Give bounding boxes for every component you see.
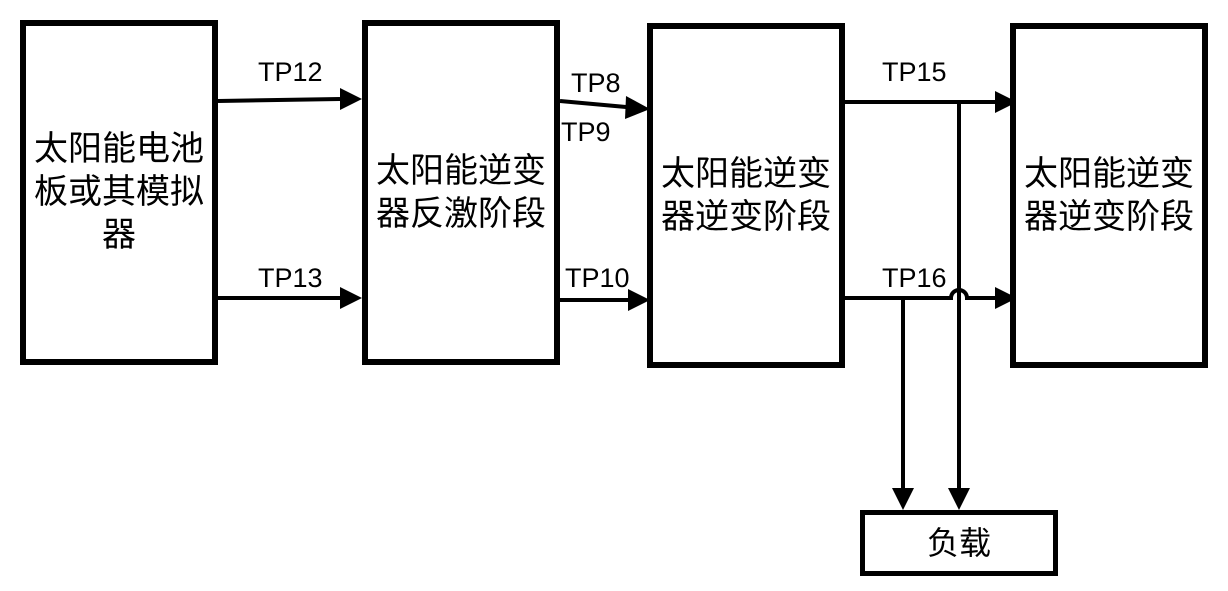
label-tp10: TP10: [565, 263, 630, 293]
block-inverter-stage-2: 太阳能逆变器逆变阶段: [1010, 23, 1208, 368]
block-inverter-stage-2-label: 太阳能逆变器逆变阶段: [1024, 153, 1194, 237]
arrowhead-tp16: [995, 287, 1017, 309]
arrowhead-tp8: [625, 96, 650, 119]
label-tp8: TP8: [571, 68, 621, 98]
label-tp16: TP16: [882, 263, 947, 293]
arrowhead-tp10: [628, 289, 650, 311]
label-tp15: TP15: [882, 57, 947, 87]
arrowhead-tp13: [340, 287, 362, 309]
wire-tp8-tp9: [559, 99, 627, 109]
block-inverter-stage: 太阳能逆变器逆变阶段: [647, 23, 845, 368]
wire-tp12: [217, 97, 341, 103]
label-tp9: TP9: [561, 117, 611, 147]
arrowhead-tp12: [340, 88, 362, 110]
label-tp13: TP13: [258, 263, 323, 293]
block-solar-source-label: 太阳能电池板或其模拟器: [34, 129, 204, 255]
block-flyback-stage-label: 太阳能逆变器反激阶段: [376, 150, 546, 234]
block-load-label: 负载: [926, 523, 991, 562]
block-solar-source: 太阳能电池板或其模拟器: [20, 20, 218, 365]
label-tp12: TP12: [258, 57, 323, 87]
arrowhead-tap-tp16: [892, 488, 914, 510]
arrowhead-tap-tp15: [948, 488, 970, 510]
arrowhead-tp15: [995, 91, 1017, 113]
block-flyback-stage: 太阳能逆变器反激阶段: [362, 20, 560, 365]
block-inverter-stage-label: 太阳能逆变器逆变阶段: [661, 153, 831, 237]
block-load: 负载: [860, 510, 1058, 576]
